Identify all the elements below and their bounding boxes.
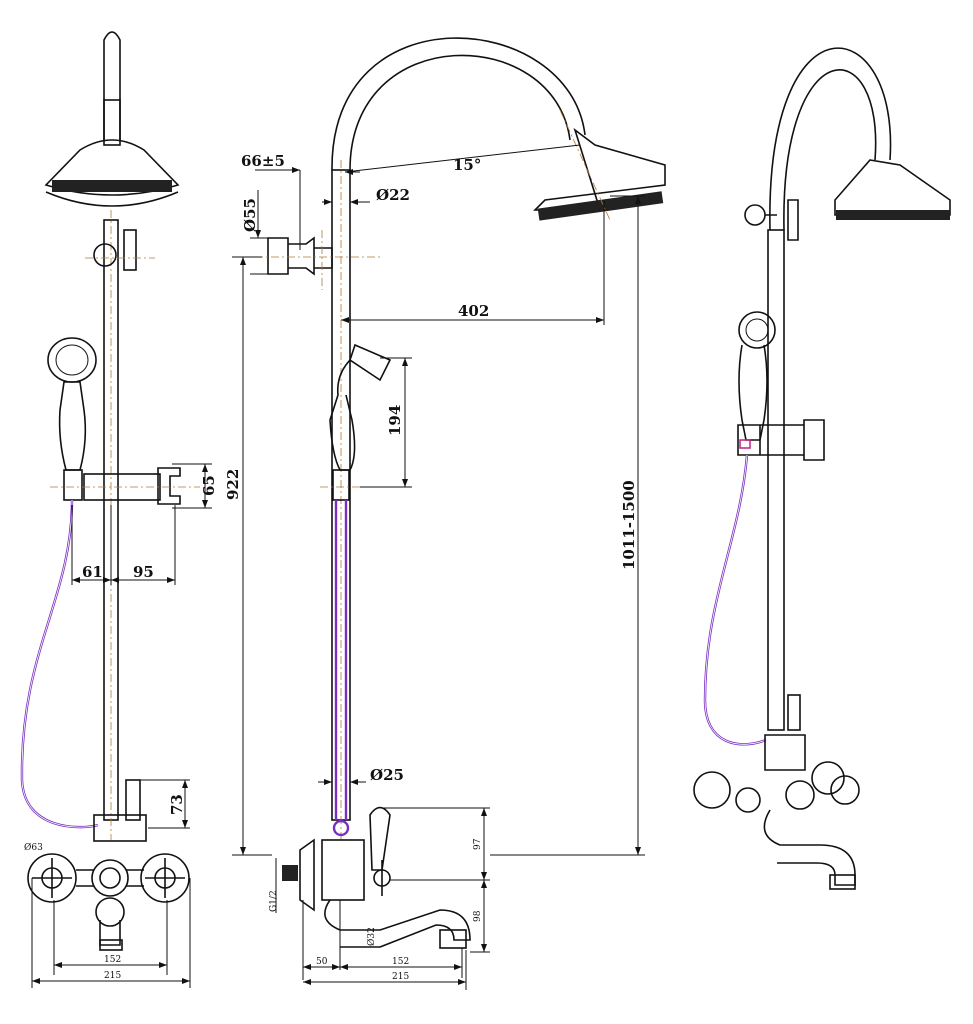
dim-phi55: Ø55 <box>241 198 259 232</box>
dim-61: 61 <box>82 563 103 581</box>
perspective-view <box>693 47 951 890</box>
dim-95: 95 <box>133 563 154 581</box>
dim-215-front: 215 <box>104 971 121 981</box>
dim-phi25: Ø25 <box>370 766 404 784</box>
dim-g12: G1/2 <box>269 890 279 912</box>
dim-65: 65 <box>200 475 218 496</box>
dim-215-side: 215 <box>392 972 409 982</box>
dim-angle: 15° <box>453 156 481 174</box>
dim-phi32: Ø32 <box>366 927 377 946</box>
side-view: 66±5 15° Ø22 Ø55 922 402 194 1011-1500 Ø… <box>224 37 666 990</box>
dim-152-side: 152 <box>392 957 409 967</box>
dim-97: 97 <box>473 838 483 850</box>
dim-922: 922 <box>224 469 242 500</box>
dim-phi22: Ø22 <box>376 186 410 204</box>
dim-98: 98 <box>473 910 483 922</box>
dim-66: 66±5 <box>241 152 285 170</box>
front-view: 65 61 95 73 Ø63 152 215 <box>20 31 218 988</box>
dim-402: 402 <box>458 302 489 320</box>
dim-73: 73 <box>168 794 186 815</box>
dim-152-front: 152 <box>104 955 121 965</box>
dim-1011: 1011-1500 <box>620 480 638 570</box>
dim-phi63: Ø63 <box>24 842 43 853</box>
dim-194: 194 <box>386 405 404 436</box>
dim-50: 50 <box>316 957 328 967</box>
